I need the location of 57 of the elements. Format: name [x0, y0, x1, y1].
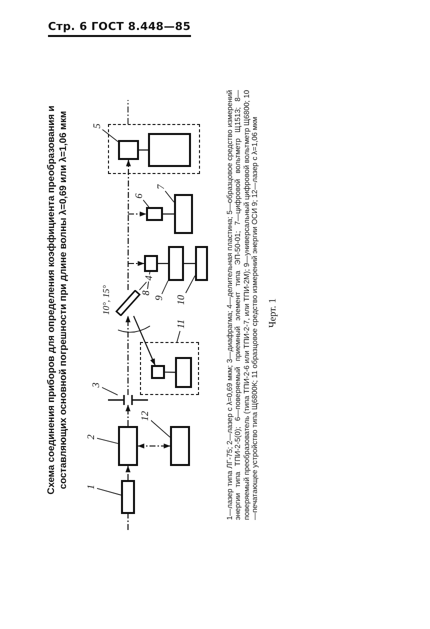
converter-box	[144, 255, 158, 272]
callout-number: 3	[92, 382, 102, 388]
connector-line	[127, 514, 129, 530]
connector-line	[184, 262, 195, 264]
laser-box	[170, 426, 190, 466]
connector-line	[139, 149, 148, 151]
arrow	[133, 316, 156, 366]
callout-number: 9	[155, 294, 165, 302]
leader-line	[176, 330, 180, 342]
figure-number: Черт. 1	[268, 297, 278, 330]
arrow	[128, 261, 144, 266]
dashed-group-box	[108, 124, 200, 174]
callout-number: 7	[157, 184, 167, 190]
arrow	[128, 212, 146, 216]
arrow	[138, 444, 170, 448]
connector-line	[163, 213, 174, 215]
dashed-group-box	[140, 342, 199, 395]
callout-number: 11	[177, 318, 187, 330]
arrow	[126, 466, 130, 480]
instrument-box	[174, 356, 192, 388]
callout-number: 8	[142, 290, 152, 296]
callout-number: 6	[135, 192, 145, 200]
arrow	[126, 316, 130, 395]
callout-number: 1	[87, 484, 97, 490]
laser-box	[118, 426, 138, 466]
leader-line	[142, 200, 150, 208]
callout-number: 12	[141, 410, 151, 422]
angle-label: 10°, 15°	[101, 284, 111, 317]
arrow	[126, 160, 131, 290]
leader-line	[150, 419, 170, 438]
laser-box	[121, 480, 135, 514]
connector-line	[158, 262, 168, 264]
detector-box	[150, 364, 165, 379]
leader-line	[161, 280, 168, 294]
callout-number: 5	[93, 122, 103, 130]
printer-box	[195, 246, 208, 281]
callout-number: 4	[145, 274, 155, 282]
instrument-box	[148, 132, 191, 167]
connector-line	[164, 372, 176, 373]
leader-line	[100, 386, 118, 396]
callout-number: 10	[177, 294, 187, 306]
leader-line	[96, 438, 118, 444]
detector-box	[146, 207, 163, 221]
leader-line	[139, 282, 147, 290]
voltmeter-box	[174, 194, 193, 234]
diaphragm-symbol	[108, 395, 148, 405]
detector-box	[118, 140, 139, 160]
leader-line	[147, 272, 150, 290]
voltmeter-box	[168, 246, 184, 281]
leader-line	[164, 190, 174, 202]
callout-number: 2	[87, 434, 97, 440]
arrow	[126, 404, 130, 426]
diagram-title: Схема соединения приборов для определения коэффициента преобразования и составляющих основной погрешности при длине волны λ=0,69 или λ=1,06 мкм	[46, 104, 70, 496]
page-header: Стр. 6 ГОСТ 8.448—85	[48, 20, 191, 37]
leader-line	[185, 275, 196, 294]
leader-line	[96, 488, 122, 496]
leader-line	[102, 128, 118, 142]
